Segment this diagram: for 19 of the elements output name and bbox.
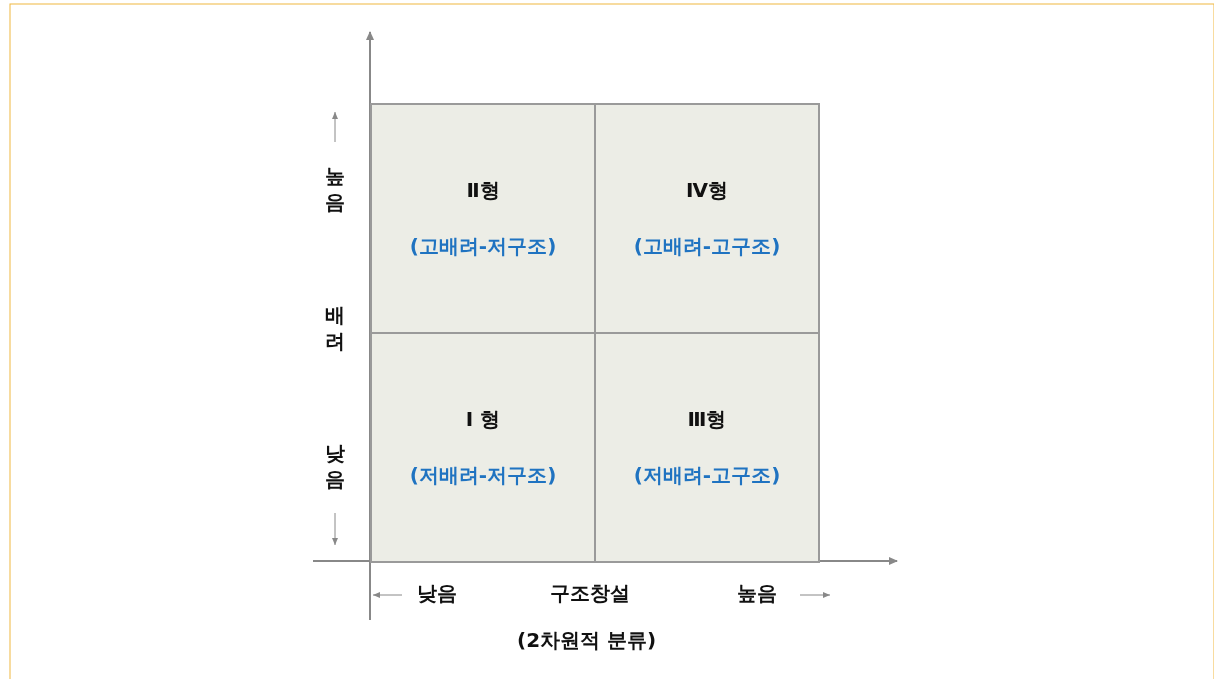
quadrant-title: Ⅳ형 [686, 178, 728, 202]
quadrant-box [370, 103, 596, 334]
axis-title: 구조창설 [550, 580, 630, 607]
axis-label: 낮음 [324, 440, 346, 492]
quadrant-subtitle: (고배려-고구조) [633, 234, 781, 258]
axis-title: 배려 [324, 302, 346, 354]
quadrant-subtitle: (저배려-고구조) [633, 463, 781, 487]
quadrant-box [594, 332, 820, 563]
quadrant-title: Ⅲ형 [687, 407, 727, 431]
quadrant-title: Ⅱ형 [466, 178, 500, 202]
axis-label: 높음 [324, 163, 346, 215]
quadrant-box [370, 332, 596, 563]
caption: (2차원적 분류) [517, 627, 657, 654]
axis-label: 높음 [737, 580, 777, 607]
quadrant-box [594, 103, 820, 334]
quadrant-subtitle: (고배려-저구조) [409, 234, 557, 258]
axis-label: 낮음 [417, 580, 457, 607]
quadrant-subtitle: (저배려-저구조) [409, 463, 557, 487]
quadrant-title: Ⅰ 형 [465, 407, 501, 431]
